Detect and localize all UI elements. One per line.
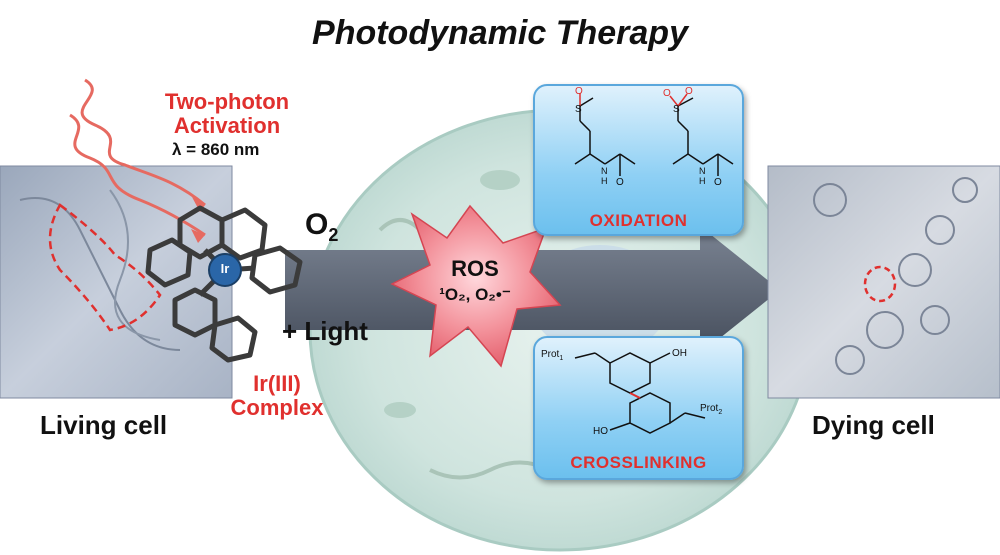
complex-line2: Complex — [230, 395, 324, 420]
ox-oxygen-1: O — [575, 86, 583, 97]
complex-line1: Ir(III) — [253, 371, 301, 396]
ox-oxygen-2a: O — [663, 88, 671, 99]
oxidation-panel: S O O N H S O O O N H OXIDATION — [533, 84, 744, 236]
light-label: + Light — [282, 316, 368, 346]
activation-label: Two-photon Activation — [152, 90, 302, 138]
crosslinking-panel: Prot1 OH HO Prot2 CROSSLINKING — [533, 336, 744, 480]
prot1-name: Prot — [541, 349, 560, 360]
oxygen-label: O2 — [305, 208, 338, 246]
ox-carbonyl-2: O — [714, 177, 722, 188]
crosslinking-title: CROSSLINKING — [570, 453, 707, 472]
ox-carbonyl-1: O — [616, 177, 624, 188]
ox-sulfur-1: S — [575, 104, 582, 115]
oxidation-title: OXIDATION — [589, 211, 688, 230]
hydroxyl-top: OH — [672, 348, 687, 359]
ros-star — [390, 204, 562, 368]
dying-cell-image — [767, 165, 1000, 399]
ox-nitrogen-1: N — [601, 166, 608, 176]
ox-hydrogen-1: H — [601, 176, 608, 186]
prot2-name: Prot — [700, 403, 719, 414]
activation-line2: Activation — [173, 113, 281, 138]
ox-nitrogen-2: N — [699, 166, 706, 176]
figure-title: Photodynamic Therapy — [312, 14, 688, 52]
prot2-label: Prot2 — [700, 403, 722, 416]
hydroxyl-bottom: HO — [593, 426, 608, 437]
ox-hydrogen-2: H — [699, 176, 706, 186]
prot2-subscript: 2 — [718, 409, 722, 416]
iridium-atom — [208, 253, 242, 287]
ros-species: ¹O₂, O₂•⁻ — [439, 285, 511, 304]
oxygen-symbol: O — [305, 208, 329, 241]
living-cell-image — [0, 165, 233, 399]
oxygen-subscript: 2 — [328, 225, 339, 245]
crosslinking-structure: Prot1 OH HO Prot2 — [541, 348, 722, 437]
ox-oxygen-2b: O — [685, 86, 693, 97]
living-cell-label: Living cell — [40, 410, 168, 440]
oxidation-structures: S O O N H S O O O N H — [574, 86, 734, 188]
activation-line1: Two-photon — [164, 89, 290, 114]
prot1-label: Prot1 — [541, 349, 563, 362]
wavelength-label: λ = 860 nm — [172, 140, 260, 159]
ox-sulfur-2: S — [673, 104, 680, 115]
prot1-subscript: 1 — [559, 355, 563, 362]
iridium-label: Ir — [220, 261, 230, 276]
complex-label: Ir(III) Complex — [212, 372, 342, 420]
light-wave-arrows — [69, 78, 206, 243]
ros-title: ROS — [451, 256, 499, 281]
dying-cell-label: Dying cell — [812, 410, 935, 440]
